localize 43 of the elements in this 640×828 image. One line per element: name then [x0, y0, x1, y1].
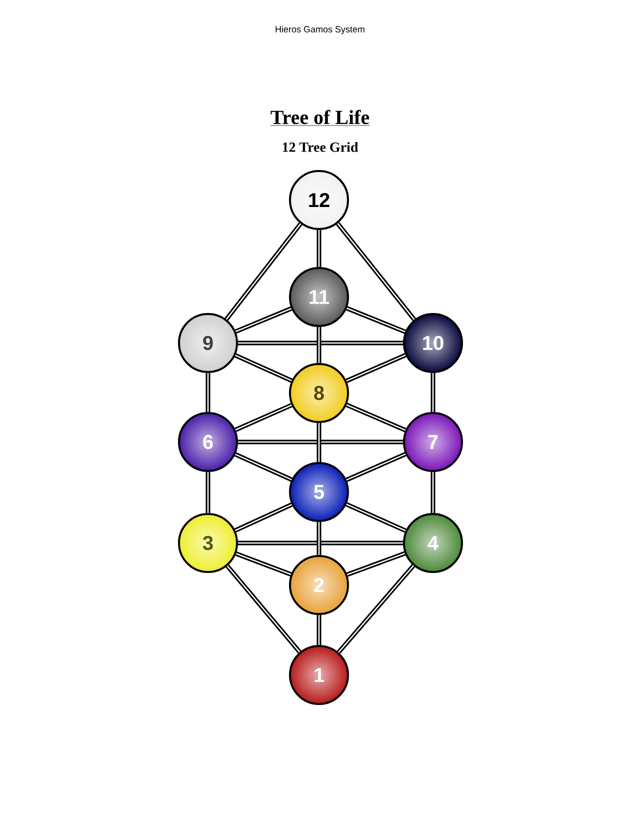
sphere-node: 10: [403, 313, 463, 373]
double-line: [430, 373, 436, 412]
sphere-node: 8: [289, 363, 349, 423]
double-line: [234, 306, 292, 334]
sphere-node: 5: [289, 462, 349, 522]
double-line: [316, 615, 322, 645]
sphere-node: 1: [289, 645, 349, 705]
double-line: [238, 340, 403, 346]
sphere-node: 3: [178, 513, 238, 573]
double-line: [346, 306, 406, 334]
double-line: [346, 452, 406, 482]
double-line: [234, 353, 293, 383]
double-line: [206, 373, 210, 412]
double-line: [224, 222, 302, 321]
title: Tree of Life: [270, 110, 370, 126]
double-line: [346, 402, 406, 432]
subtitle: 12 Tree Grid: [282, 142, 358, 152]
double-line: [226, 564, 302, 654]
sphere-node: 7: [403, 412, 463, 472]
double-line: [316, 423, 322, 462]
sphere-node: 11: [289, 267, 349, 327]
double-line: [238, 540, 403, 546]
double-line: [316, 327, 322, 363]
sphere-node: 12: [289, 170, 349, 230]
sphere-node: 4: [403, 513, 463, 573]
double-line: [346, 353, 406, 384]
double-line: [235, 552, 292, 576]
double-line: [238, 440, 403, 444]
double-line: [206, 472, 210, 513]
double-line: [345, 502, 407, 533]
double-line: [430, 472, 436, 513]
sphere-node: 6: [178, 412, 238, 472]
double-line: [336, 564, 416, 654]
double-line: [346, 551, 406, 577]
header: Hieros Gamos System: [276, 26, 364, 34]
double-line: [234, 502, 293, 533]
double-line: [316, 230, 322, 267]
double-line: [336, 222, 416, 321]
sphere-node: 2: [289, 555, 349, 615]
double-line: [234, 403, 292, 432]
sphere-node: 9: [178, 313, 238, 373]
double-line: [234, 452, 293, 482]
double-line: [316, 522, 322, 555]
